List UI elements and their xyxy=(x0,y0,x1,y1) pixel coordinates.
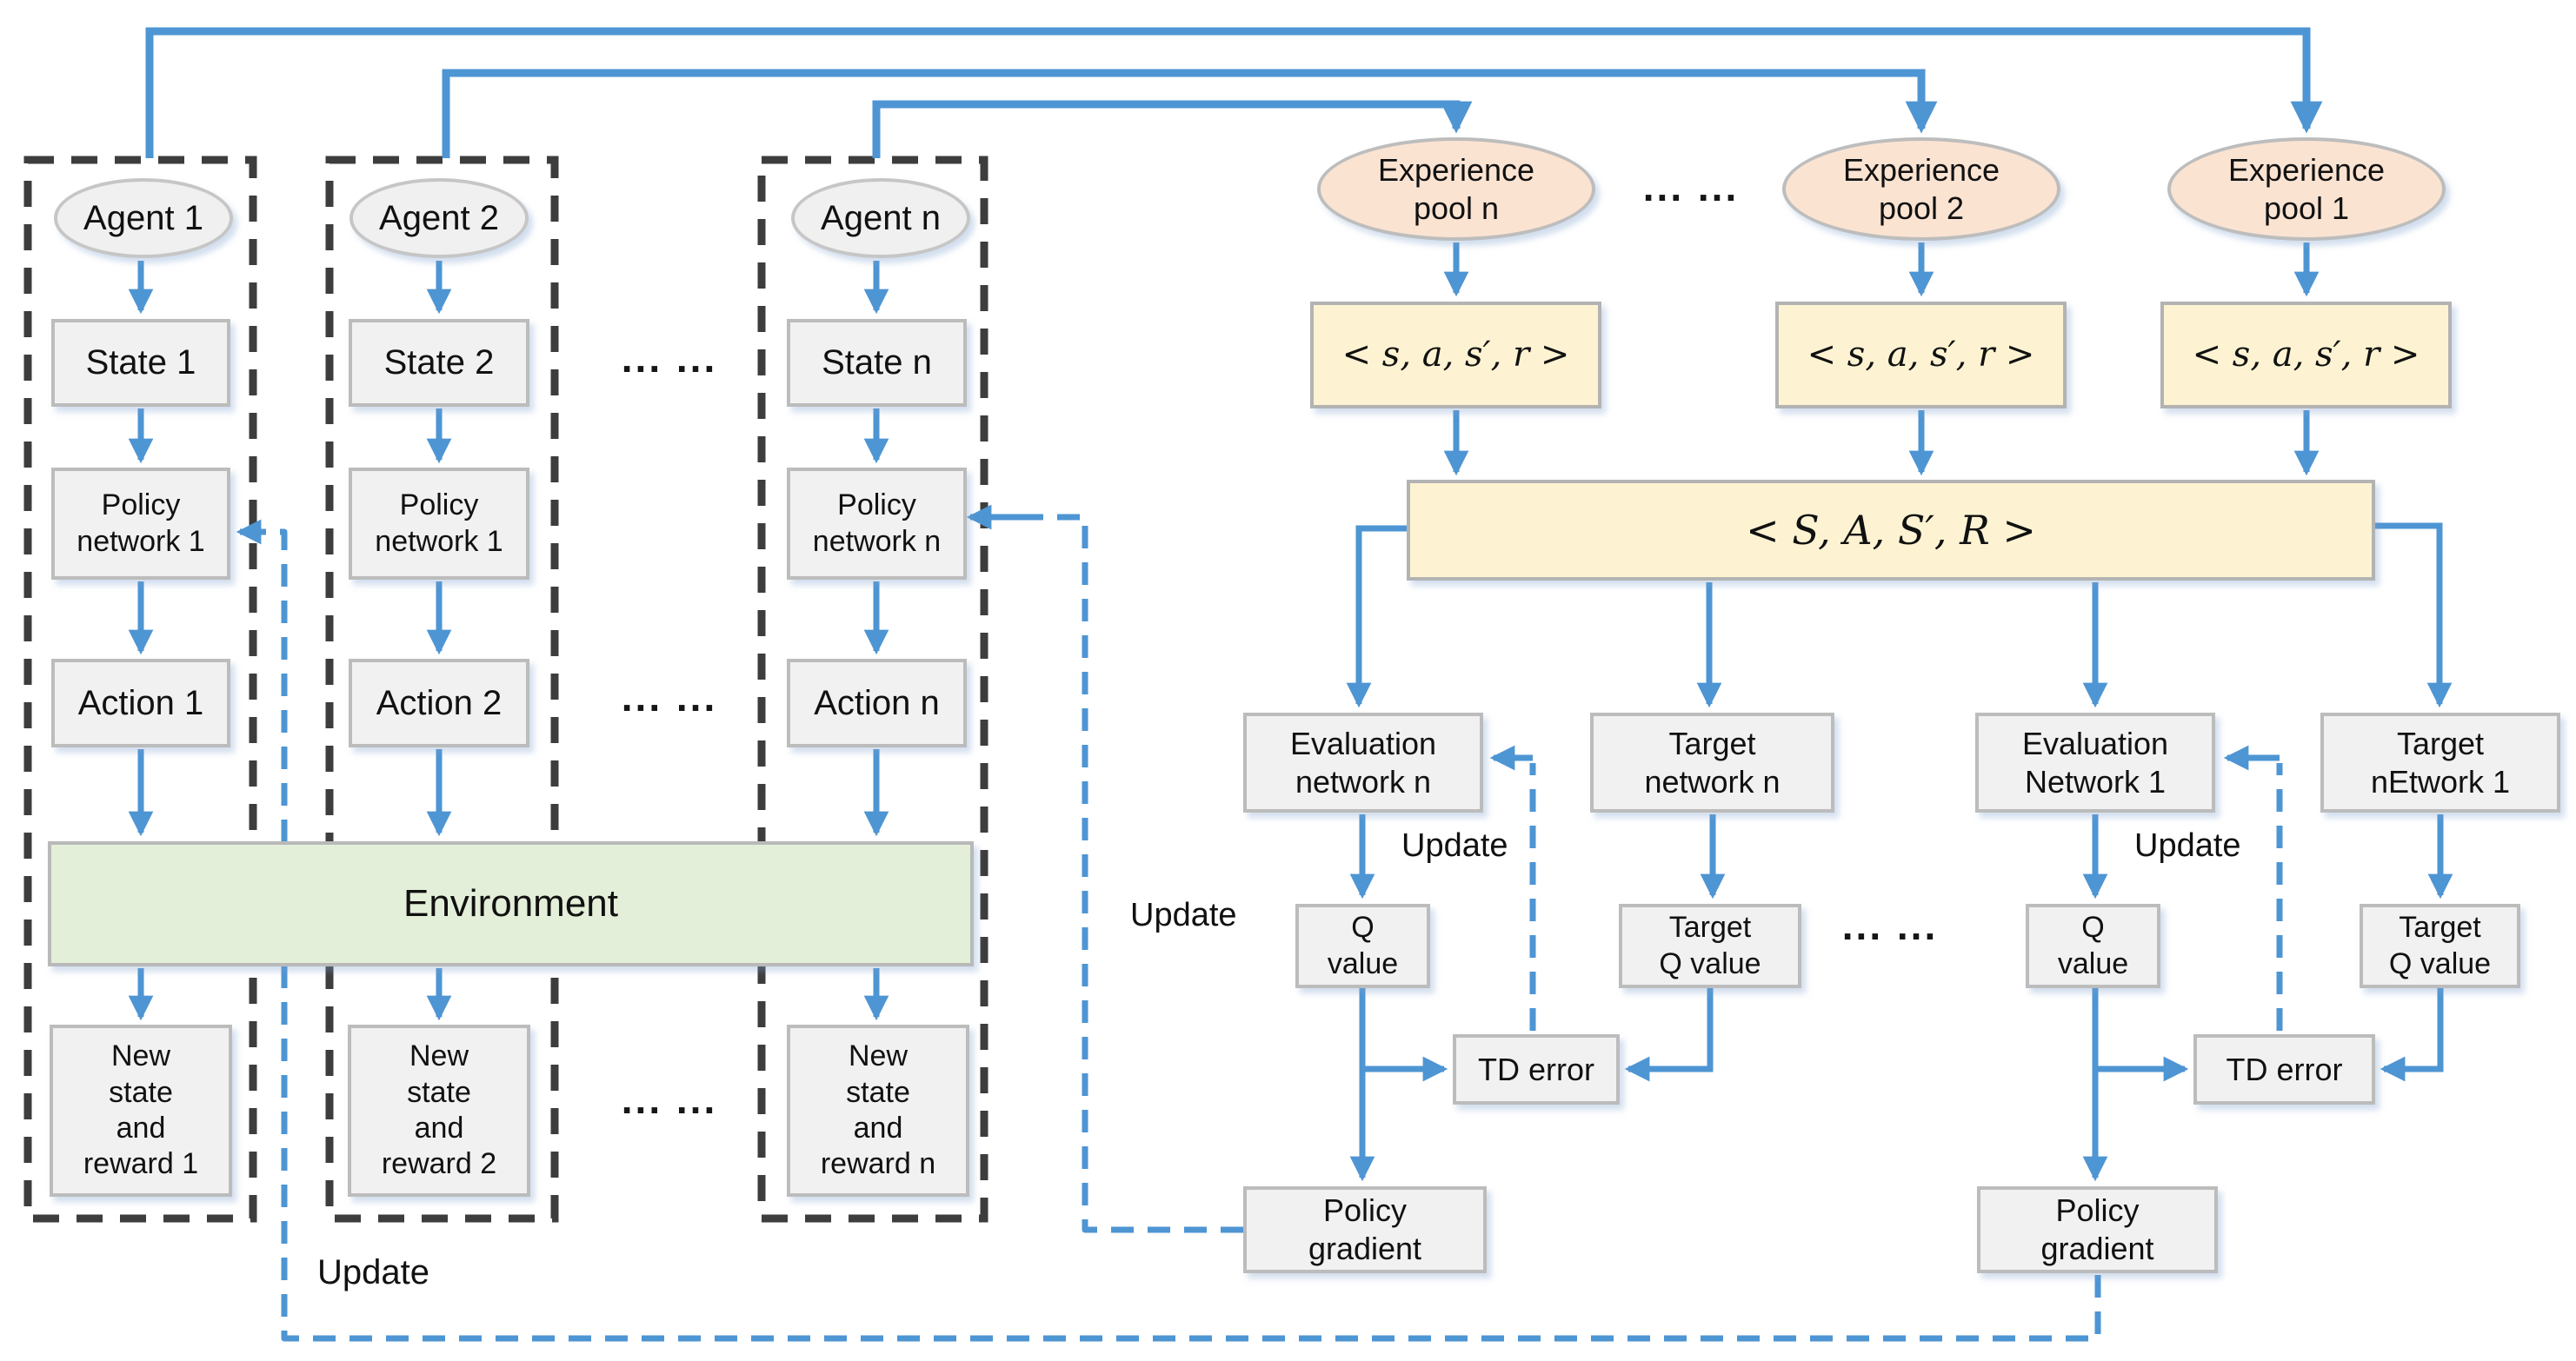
new-state-reward-n-node: New state and reward n xyxy=(787,1025,969,1197)
policy-network-2-node: Policy network 1 xyxy=(349,468,529,580)
q-value-1-node: Q value xyxy=(2026,904,2160,988)
agent1-column-border xyxy=(23,156,257,1223)
agentn-column-border xyxy=(757,156,988,1223)
ellipsis-outcomes: ... ... xyxy=(621,1077,718,1122)
arrow-agent2-to-pool2 xyxy=(442,69,1938,158)
policy-gradient-1-node: Policy gradient xyxy=(1977,1186,2218,1273)
agent2-column-border xyxy=(325,156,559,1223)
agent1-node: Agent 1 xyxy=(54,178,233,258)
update-label-td-n: Update xyxy=(1401,827,1508,864)
ellipsis-states: ... ... xyxy=(621,335,718,381)
action2-node: Action 2 xyxy=(349,659,529,747)
arrow-target-qvalue-1-to-td-error-1 xyxy=(2380,988,2444,1082)
state1-node: State 1 xyxy=(51,319,230,407)
new-state-reward-1-node: New state and reward 1 xyxy=(50,1025,232,1197)
evaluation-network-1-node: Evaluation Network 1 xyxy=(1975,713,2215,813)
policy-gradient-n-node: Policy gradient xyxy=(1243,1186,1487,1273)
target-q-value-n-node: Target Q value xyxy=(1619,904,1801,988)
policy-network-1-node: Policy network 1 xyxy=(51,468,230,580)
policy-network-n-node: Policy network n xyxy=(787,468,967,580)
transition-tuple-1-node: < s, a, s′, r > xyxy=(2160,302,2452,408)
arrow-batch-to-eval-network-n xyxy=(1346,525,1407,708)
target-network-1-node: Target nEtwork 1 xyxy=(2320,713,2560,813)
new-state-reward-2-node: New state and reward 2 xyxy=(348,1025,530,1197)
q-value-n-node: Q value xyxy=(1295,904,1430,988)
td-error-1-node: TD error xyxy=(2193,1034,2375,1105)
arrow-agent1-to-pool1 xyxy=(145,27,2323,158)
transition-tuple-2-node: < s, a, s′, r > xyxy=(1775,302,2067,408)
target-network-n-node: Target network n xyxy=(1590,713,1834,813)
action1-node: Action 1 xyxy=(51,659,230,747)
state2-node: State 2 xyxy=(349,319,529,407)
td-error-n-node: TD error xyxy=(1453,1034,1620,1105)
ellipsis-pools: ... ... xyxy=(1642,164,1740,209)
evaluation-network-n-node: Evaluation network n xyxy=(1243,713,1483,813)
dashed-policy-gradient-n-update-line xyxy=(1035,514,1243,1233)
update-label-bottom: Update xyxy=(317,1253,429,1291)
actionn-node: Action n xyxy=(787,659,967,747)
arrow-batch-to-target-network-1 xyxy=(2375,522,2453,708)
staten-node: State n xyxy=(787,319,967,407)
arrow-target-qvalue-n-to-td-error-n xyxy=(1624,988,1714,1082)
ellipsis-critic-groups: ... ... xyxy=(1841,903,1939,948)
target-q-value-1-node: Target Q value xyxy=(2360,904,2520,988)
update-label-td-1: Update xyxy=(2134,827,2241,864)
environment-node: Environment xyxy=(48,841,974,966)
dashed-policy-gradient-1-update-line xyxy=(263,528,2101,1342)
transition-tuple-n-node: < s, a, s′, r > xyxy=(1310,302,1601,408)
agent2-node: Agent 2 xyxy=(349,178,529,258)
experience-pool-2-node: Experience pool 2 xyxy=(1782,137,2060,241)
agentn-node: Agent n xyxy=(791,178,970,258)
update-label-policy-n: Update xyxy=(1130,897,1237,933)
experience-pool-n-node: Experience pool n xyxy=(1317,137,1595,241)
ellipsis-actions: ... ... xyxy=(621,674,718,720)
batch-tuple-node: < S, A, S′, R > xyxy=(1407,480,2375,581)
arrow-agentn-to-pooln xyxy=(872,100,1473,158)
experience-pool-1-node: Experience pool 1 xyxy=(2167,137,2446,241)
